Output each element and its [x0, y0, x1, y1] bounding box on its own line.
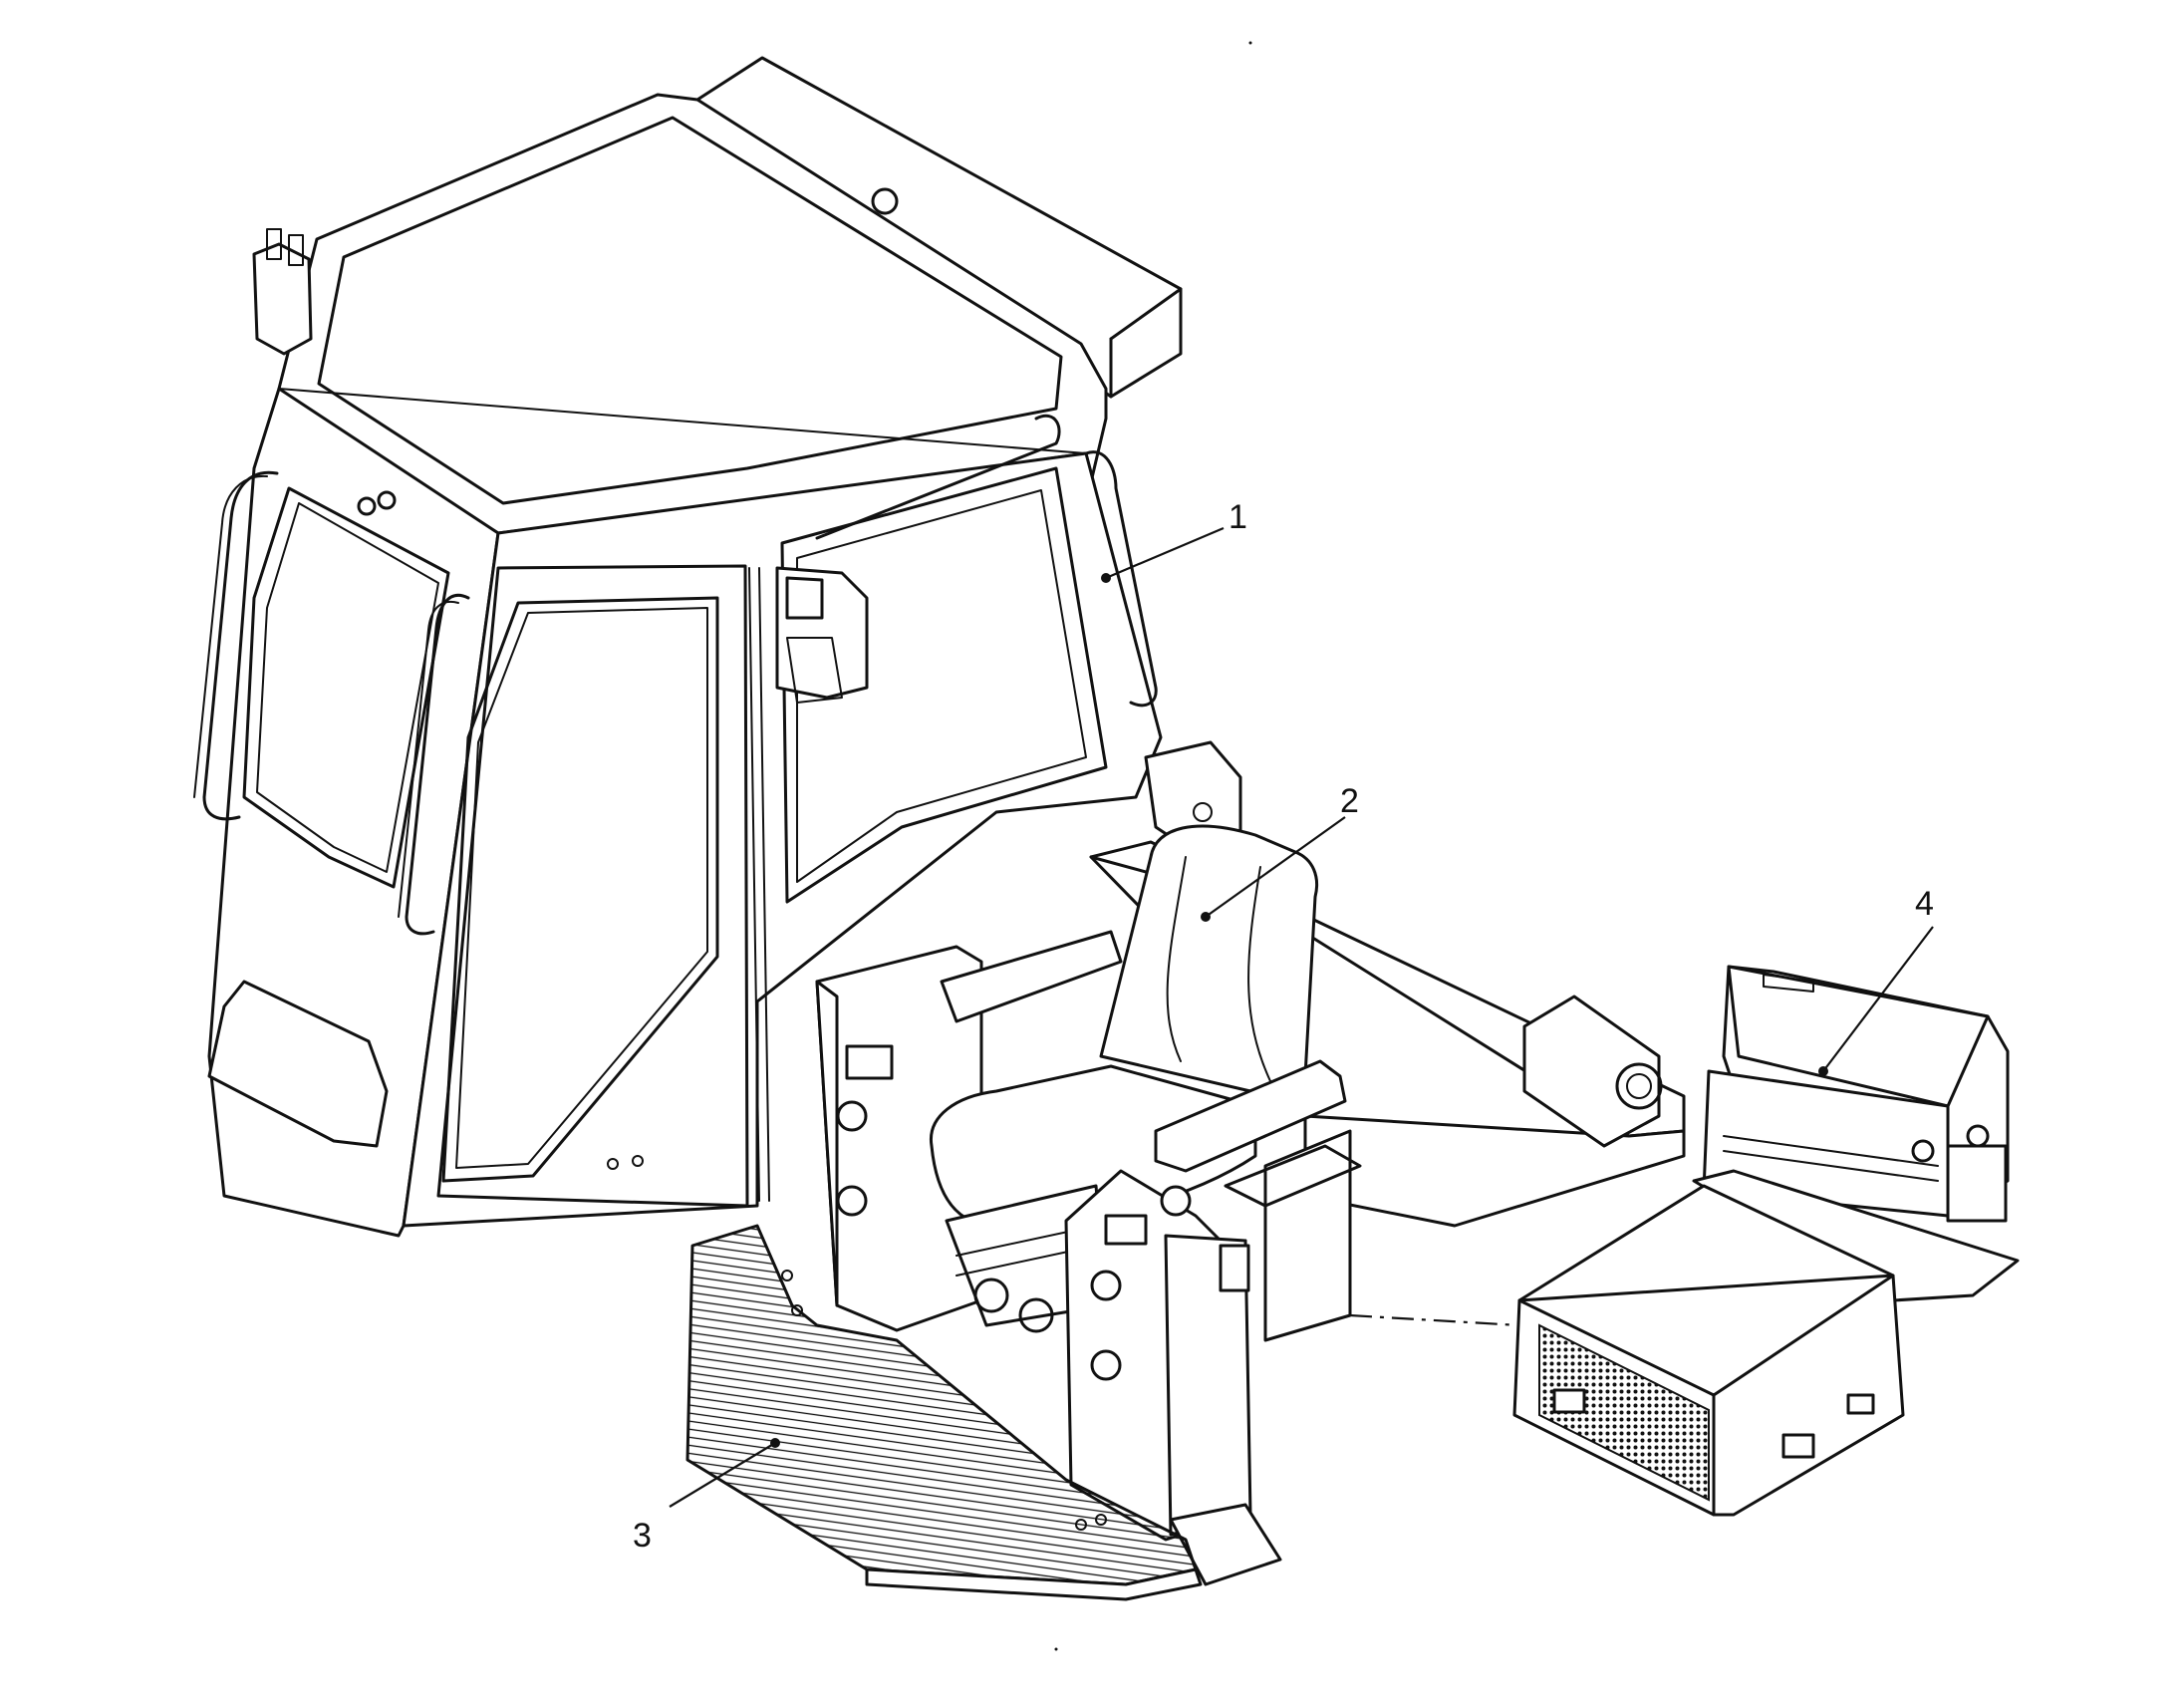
callout-label-2: 2 [1340, 782, 1359, 820]
callout-label-1: 1 [1228, 498, 1247, 536]
cab-structure [193, 56, 1242, 1238]
heater-unit [1512, 965, 2020, 1517]
callout-1: 1 [1101, 498, 1247, 583]
floor-frame [815, 840, 1686, 1332]
callout-3: 3 [633, 1438, 780, 1555]
floor-mat [685, 1224, 1203, 1601]
callout-label-4: 4 [1915, 885, 1934, 923]
callout-label-3: 3 [633, 1517, 652, 1555]
callout-2: 2 [1201, 782, 1359, 922]
callout-4: 4 [1818, 885, 1934, 1076]
